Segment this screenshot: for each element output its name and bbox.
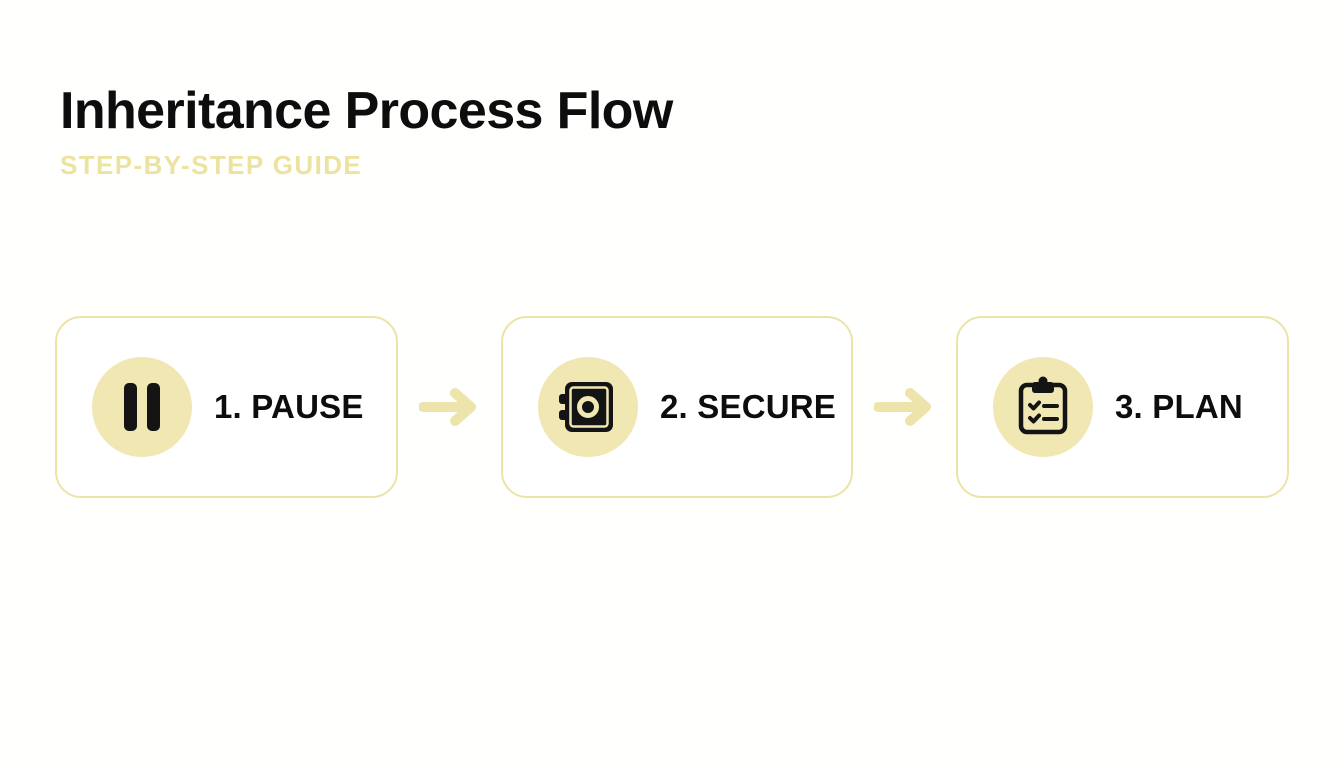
safe-icon-badge	[538, 357, 638, 457]
step-card-secure[interactable]: 2. SECURE	[501, 316, 853, 498]
step-label-plan: 3. PLAN	[1115, 388, 1243, 425]
pause-icon	[124, 383, 160, 431]
header: Inheritance Process Flow STEP-BY-STEP GU…	[60, 84, 960, 179]
arrow-right-icon	[873, 388, 931, 426]
page-title: Inheritance Process Flow	[60, 82, 673, 140]
process-flow-row: 1. PAUSE 2. SECURE	[55, 316, 1289, 498]
flow-connector-2	[853, 316, 956, 498]
step-card-plan[interactable]: 3. PLAN	[956, 316, 1289, 498]
clipboard-checklist-icon	[1018, 376, 1068, 435]
step-card-pause[interactable]: 1. PAUSE	[55, 316, 398, 498]
clipboard-checklist-icon-badge	[993, 357, 1093, 457]
flow-connector-1	[398, 316, 501, 498]
arrow-right-icon	[418, 388, 476, 426]
page-subtitle: STEP-BY-STEP GUIDE	[60, 149, 363, 180]
step-label-secure: 2. SECURE	[660, 388, 837, 425]
step-label-pause: 1. PAUSE	[214, 388, 364, 425]
pause-icon-badge	[92, 357, 192, 457]
safe-icon	[559, 382, 613, 432]
